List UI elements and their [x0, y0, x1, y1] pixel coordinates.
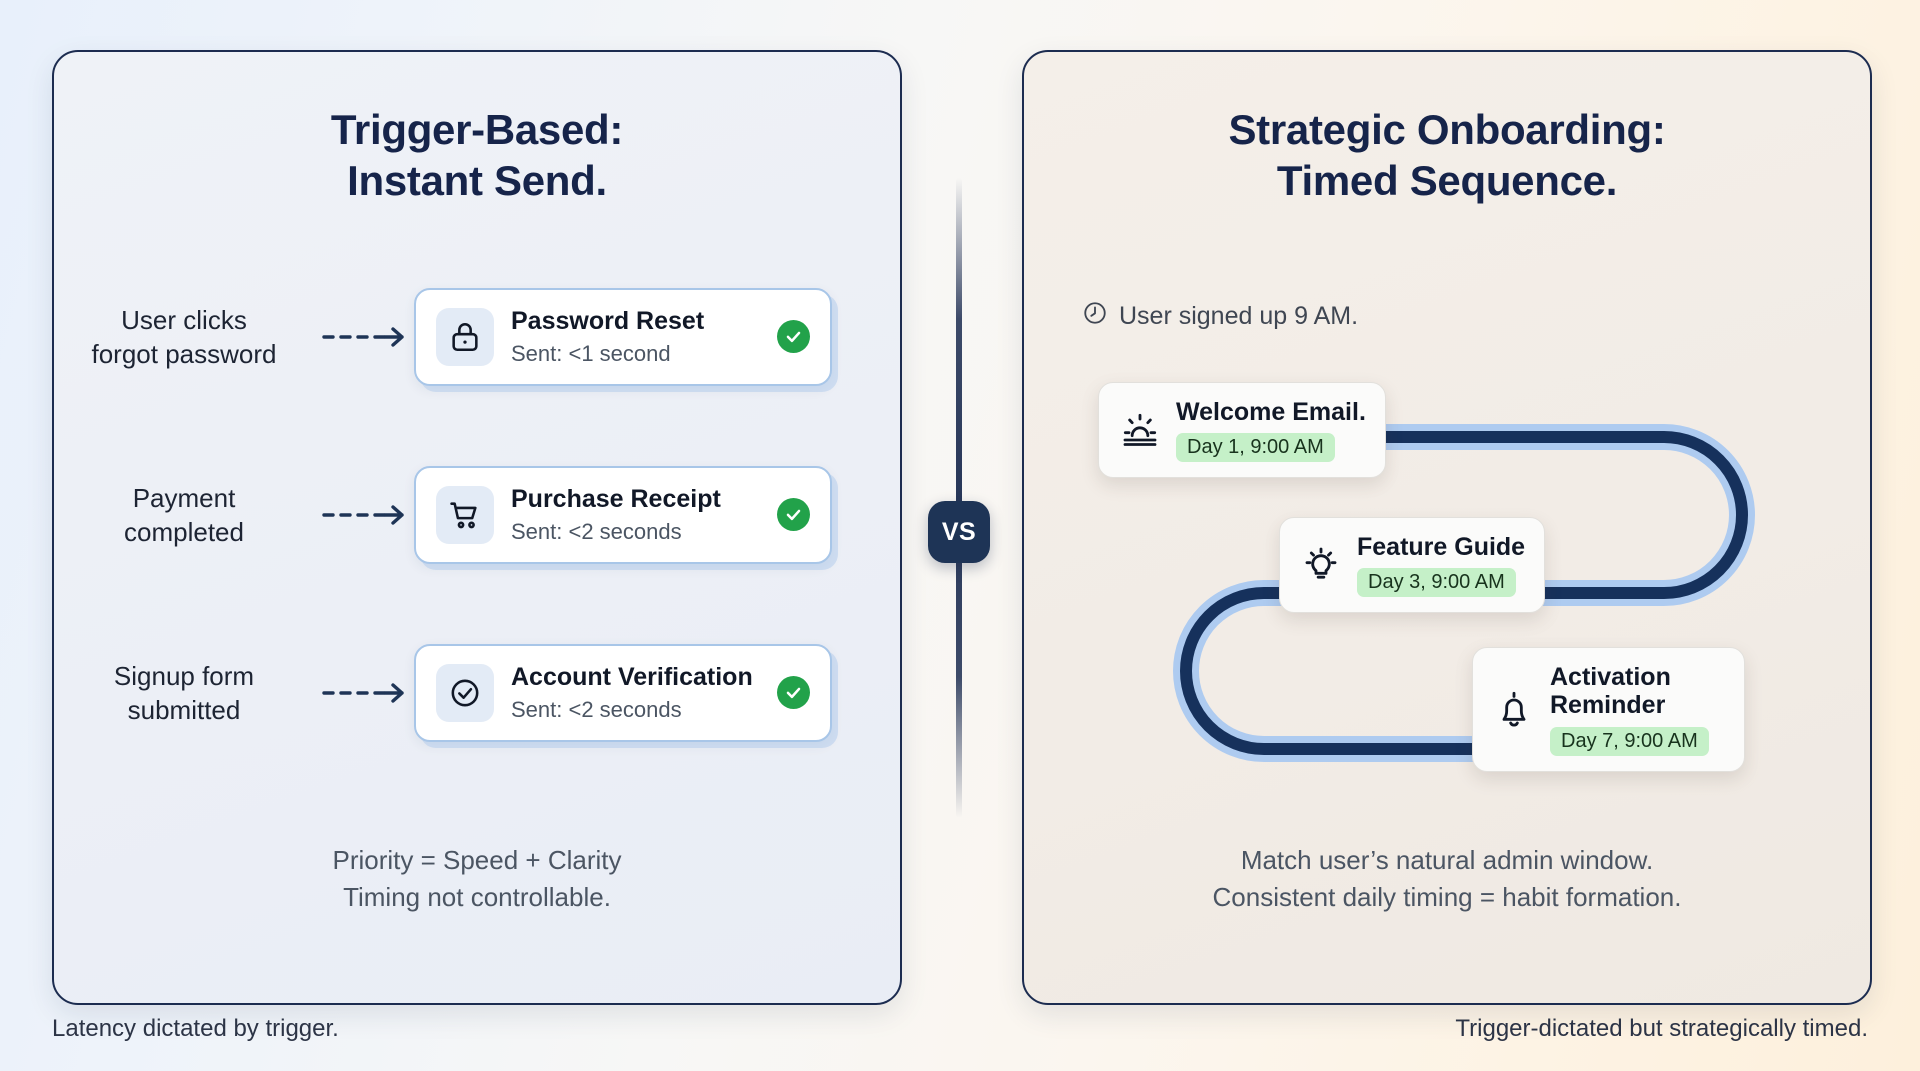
clock-icon	[1082, 300, 1108, 333]
dashed-arrow-icon	[322, 680, 408, 706]
dashed-arrow-icon	[322, 502, 408, 528]
sequence-card-chip: Day 7, 9:00 AM	[1550, 726, 1709, 756]
left-panel-footnote: Priority = Speed + Clarity Timing not co…	[54, 842, 900, 916]
trigger-label-line1: Payment	[132, 482, 236, 513]
sunrise-icon	[1118, 408, 1162, 452]
right-panel-title-line1: Strategic Onboarding:	[1228, 106, 1666, 153]
left-footer-caption: Latency dictated by trigger.	[52, 1015, 339, 1042]
left-panel-title-line2: Instant Send.	[347, 157, 607, 205]
trigger-label: User clicks forgot password	[52, 303, 322, 372]
left-footnote-line1: Priority = Speed + Clarity	[332, 845, 622, 875]
email-card[interactable]: Password Reset Sent: <1 second	[414, 288, 832, 386]
left-footnote-line2: Timing not controllable.	[343, 881, 611, 912]
check-circle-icon	[436, 663, 494, 722]
left-panel-title: Trigger-Based: Instant Send.	[54, 52, 900, 206]
right-panel-title-line2: Timed Sequence.	[1276, 157, 1618, 205]
sequence-card[interactable]: Activation Reminder Day 7, 9:00 AM	[1472, 647, 1745, 772]
trigger-label: Payment completed	[52, 481, 322, 550]
left-panel-title-line1: Trigger-Based:	[330, 106, 624, 153]
trigger-label-line1: User clicks	[121, 304, 247, 335]
email-card-title: Purchase Receipt	[511, 485, 721, 514]
bell-icon	[1492, 687, 1536, 731]
signup-note-label: User signed up 9 AM.	[1119, 302, 1359, 330]
email-card-subtitle: Sent: <2 seconds	[511, 519, 682, 545]
sequence-card-body: Welcome Email. Day 1, 9:00 AM	[1176, 398, 1366, 463]
sequence-card-title: Welcome Email.	[1176, 398, 1366, 426]
email-card-title: Account Verification	[511, 663, 753, 692]
trigger-label-line1: Signup form	[113, 660, 255, 691]
email-card-body: Password Reset Sent: <1 second	[511, 307, 760, 366]
right-panel-title: Strategic Onboarding: Timed Sequence.	[1024, 52, 1870, 206]
lock-icon	[436, 307, 494, 366]
right-footnote-line1: Match user’s natural admin window.	[1240, 845, 1654, 875]
lightbulb-icon	[1299, 543, 1343, 587]
email-card-title: Password Reset	[511, 307, 705, 336]
email-card[interactable]: Purchase Receipt Sent: <2 seconds	[414, 466, 832, 564]
email-card-subtitle: Sent: <2 seconds	[511, 697, 682, 723]
vs-badge: VS	[928, 501, 990, 563]
trigger-label-line2: submitted	[127, 695, 241, 725]
email-card-body: Purchase Receipt Sent: <2 seconds	[511, 485, 760, 544]
sequence-card-chip: Day 3, 9:00 AM	[1357, 568, 1516, 598]
shopping-cart-icon	[436, 485, 494, 544]
right-panel-footnote: Match user’s natural admin window. Consi…	[1024, 842, 1870, 916]
right-footer-caption: Trigger-dictated but strategically timed…	[1455, 1015, 1868, 1042]
trigger-label-line2: completed	[124, 517, 244, 547]
check-icon	[777, 320, 810, 354]
right-footnote-line2: Consistent daily timing = habit formatio…	[1212, 881, 1682, 912]
trigger-label: Signup form submitted	[52, 659, 322, 728]
check-icon	[777, 676, 810, 710]
trigger-label-line2: forgot password	[91, 339, 277, 369]
sequence-card[interactable]: Feature Guide Day 3, 9:00 AM	[1279, 517, 1546, 614]
trigger-row: Signup form submitted Account Verificat	[52, 628, 902, 758]
sequence-card[interactable]: Welcome Email. Day 1, 9:00 AM	[1098, 382, 1386, 479]
sequence-card-body: Activation Reminder Day 7, 9:00 AM	[1550, 663, 1725, 756]
trigger-row: User clicks forgot password	[52, 272, 902, 402]
email-card-body: Account Verification Sent: <2 seconds	[511, 663, 760, 722]
sequence-card-chip: Day 1, 9:00 AM	[1176, 433, 1335, 463]
email-card[interactable]: Account Verification Sent: <2 seconds	[414, 644, 832, 742]
dashed-arrow-icon	[322, 324, 408, 350]
email-card-subtitle: Sent: <1 second	[511, 341, 671, 367]
trigger-row: Payment completed Purchase	[52, 450, 902, 580]
sequence-card-title: Feature Guide	[1357, 533, 1526, 561]
signup-note: User signed up 9 AM.	[1082, 300, 1358, 333]
panel-strategic-onboarding: Strategic Onboarding: Timed Sequence. Us…	[1022, 50, 1872, 1005]
vs-divider-line	[956, 178, 962, 818]
sequence-card-body: Feature Guide Day 3, 9:00 AM	[1357, 533, 1526, 598]
check-icon	[777, 498, 810, 532]
sequence-card-title: Activation Reminder	[1550, 663, 1671, 720]
